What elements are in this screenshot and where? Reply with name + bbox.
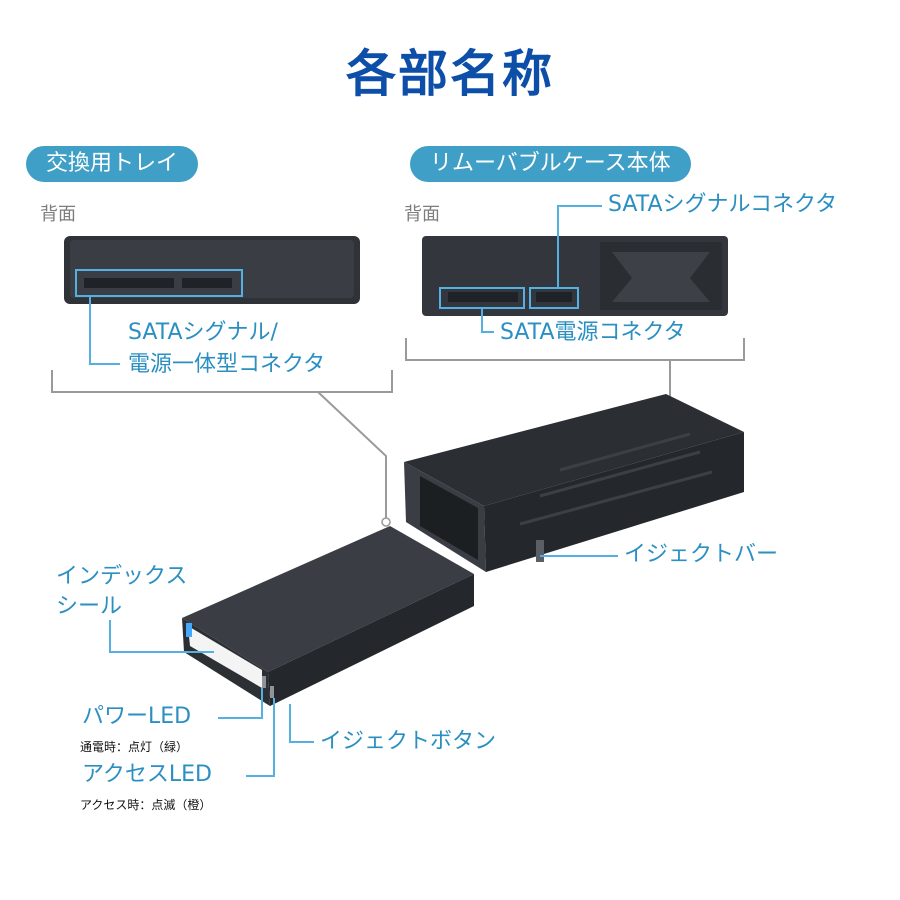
power-led-label: パワーLED (82, 704, 192, 729)
sata-signal-label: SATAシグナルコネクタ (608, 192, 838, 217)
case-rear-view (422, 236, 728, 316)
tray-rear-label: 背面 (40, 204, 76, 225)
eject-button-label: イジェクトボタン (320, 729, 497, 754)
sata-power-label: SATA電源コネクタ (500, 320, 686, 345)
index-seal-label-line1: インデックス (56, 564, 188, 589)
tray-section-label: 交換用トレイ (26, 146, 199, 182)
case-body (404, 394, 744, 572)
page-title: 各部名称 (346, 45, 554, 103)
sata-combo-label-line1: SATAシグナル/ (128, 320, 278, 345)
case-section-label: リムーバブルケース本体 (410, 146, 691, 182)
tray-body (182, 526, 474, 706)
index-seal-label-line2: シール (56, 594, 123, 619)
eject-bar-label: イジェクトバー (624, 542, 779, 567)
tray-rear-view (64, 236, 360, 304)
power-led-note: 通電時：点灯（緑） (80, 740, 189, 754)
sata-combo-label-line2: 電源一体型コネクタ (128, 352, 326, 377)
case-rear-label: 背面 (404, 204, 440, 225)
access-led-label: アクセスLED (82, 762, 212, 787)
access-led-note: アクセス時：点滅（橙） (80, 798, 212, 812)
